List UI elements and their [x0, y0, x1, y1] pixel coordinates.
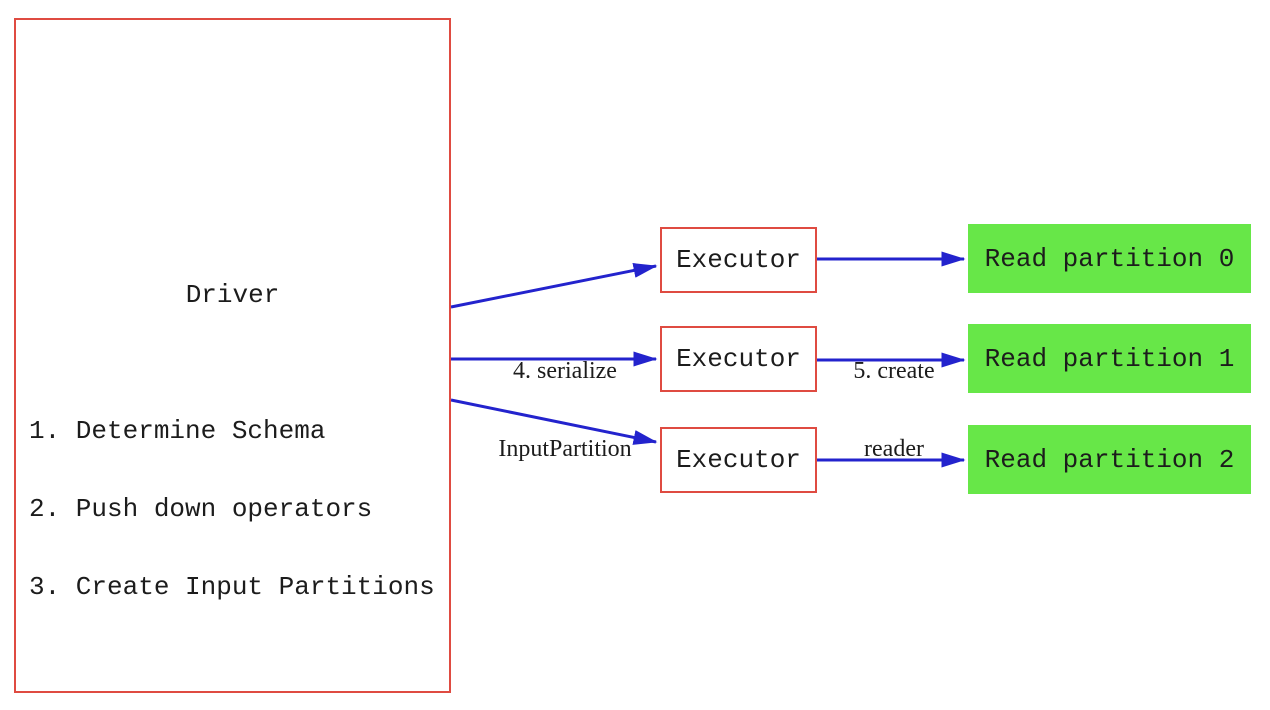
executor-label-2: Executor: [676, 445, 801, 475]
executor-box-0: Executor: [660, 227, 817, 293]
executor-label-0: Executor: [676, 245, 801, 275]
read-partition-label-0: Read partition 0: [984, 243, 1235, 274]
read-partition-box-1: Read partition 1: [968, 324, 1251, 393]
read-partition-label-1: Read partition 1: [984, 343, 1235, 374]
driver-box: Driver 1. Determine Schema 2. Push down …: [14, 18, 451, 693]
driver-title: Driver: [185, 280, 280, 310]
edge-label-create-reader: 5. create reader: [804, 306, 984, 514]
edge-label-serialize-line1: 4. serialize: [513, 358, 617, 384]
edge-label-create-reader-line2: reader: [864, 436, 924, 462]
edge-label-serialize-inputpartition: 4. serialize InputPartition: [455, 306, 675, 514]
driver-steps-list: 1. Determine Schema 2. Push down operato…: [29, 366, 435, 652]
executor-box-1: Executor: [660, 326, 817, 392]
edge-label-serialize-line2: InputPartition: [498, 436, 632, 462]
read-partition-label-2: Read partition 2: [984, 444, 1235, 475]
arrow-driver-to-executor-0: [450, 263, 658, 309]
driver-step-1: 1. Determine Schema: [29, 416, 326, 446]
read-partition-box-2: Read partition 2: [968, 425, 1251, 494]
edge-label-create-reader-line1: 5. create: [853, 358, 935, 384]
executor-label-1: Executor: [676, 344, 801, 374]
read-partition-box-0: Read partition 0: [968, 224, 1251, 293]
driver-step-3: 3. Create Input Partitions: [29, 572, 435, 602]
driver-step-2: 2. Push down operators: [29, 494, 373, 524]
executor-box-2: Executor: [660, 427, 817, 493]
